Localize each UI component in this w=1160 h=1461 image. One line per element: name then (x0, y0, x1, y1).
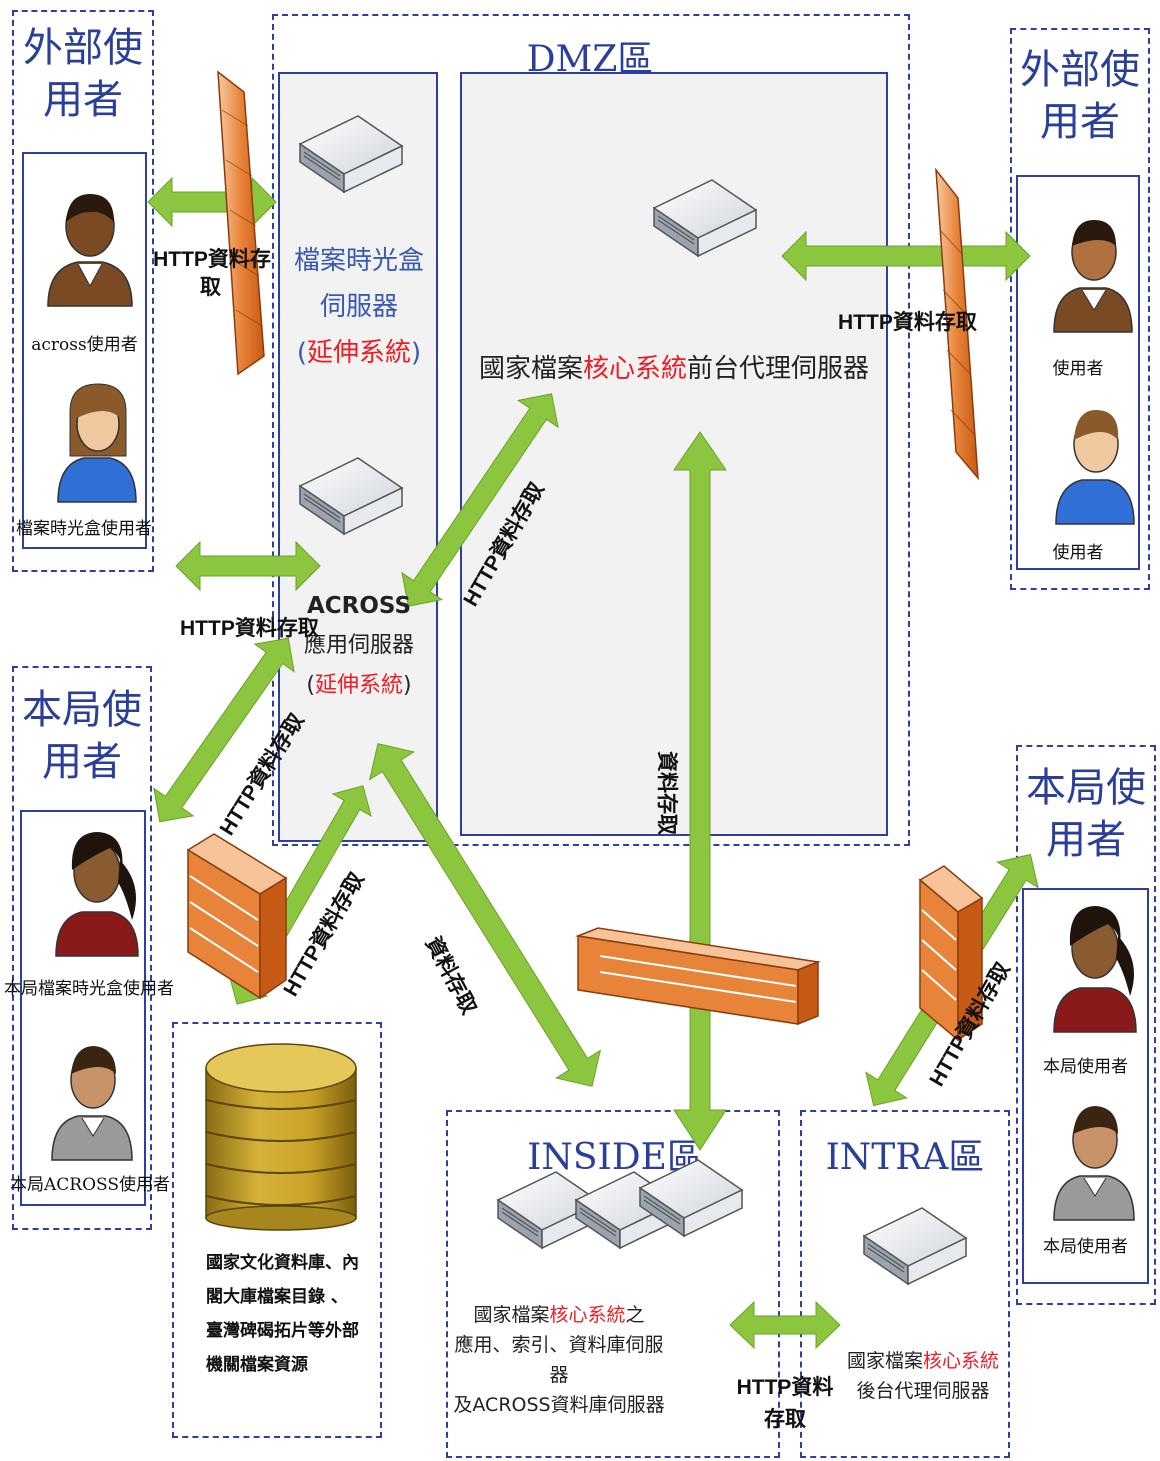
arrow-front-proxy-to-external-right (781, 230, 1031, 282)
back-proxy-line1: 國家檔案核心系統 (840, 1346, 1006, 1376)
arrow-inside-to-intra (729, 1300, 841, 1350)
external-resources-zone (172, 1022, 382, 1438)
intra-zone (800, 1110, 1010, 1458)
firewall-middle-right (918, 865, 984, 1042)
local-users-left-title: 本局使用者 (12, 684, 152, 788)
back-proxy-prefix: 國家檔案 (846, 1350, 923, 1372)
front-proxy-label: 國家檔案核心系統前台代理伺服器 (470, 348, 878, 385)
timebox-user-label: 檔案時光盒使用者 (16, 519, 152, 539)
external-resources-line3: 臺灣碑碣拓片等外部 (206, 1321, 359, 1341)
inside-prefix: 國家檔案 (473, 1304, 550, 1326)
back-proxy-server-icon (863, 1207, 967, 1285)
right-user-1-person-icon (1053, 220, 1133, 333)
inside-label-line1: 國家檔案核心系統之 (446, 1300, 672, 1330)
local-right-user-1-label: 本局使用者 (1043, 1057, 1128, 1077)
across-user-person-icon (47, 194, 133, 307)
across-server-icon (299, 457, 403, 535)
extension-system-text: 延伸系統 (306, 338, 411, 368)
zone-title-text: 本局使用者 (22, 687, 142, 785)
firewall-middle-left (186, 833, 288, 1000)
external-resources-label: 國家文化資料庫、內 閣大庫檔案目錄 、 臺灣碑碣拓片等外部 機關檔案資源 (206, 1246, 376, 1382)
arrow-front-proxy-to-inside (673, 431, 727, 1151)
arrow-label-front-proxy-inside: 資料存取 (655, 751, 678, 835)
local-users-left-zone (12, 666, 152, 1230)
right-user-1-label: 使用者 (1052, 359, 1104, 379)
arrow-label-line2: 取 (200, 276, 221, 299)
across-server-label: ACROSS 應用伺服器 (延伸系統) (284, 586, 434, 706)
extension-servers-panel (278, 72, 438, 842)
timebox-server-line2: 伺服器 (319, 292, 398, 322)
database-icon (205, 1043, 357, 1231)
external-users-left-zone (12, 10, 154, 572)
across-user-label: across使用者 (31, 335, 138, 355)
paren: ) (403, 673, 412, 698)
timebox-server-icon (299, 115, 403, 193)
external-users-right-title: 外部使用者 (1010, 44, 1150, 148)
external-users-right-zone (1010, 28, 1150, 590)
timebox-server-label: 檔案時光盒 伺服器 (延伸系統) (284, 238, 434, 376)
across-server-line1: ACROSS (306, 593, 412, 619)
inside-suffix: 之 (625, 1304, 645, 1326)
back-proxy-line2: 後台代理伺服器 (856, 1380, 990, 1402)
right-user-2-label: 使用者 (1052, 543, 1104, 563)
external-resources-line1: 國家文化資料庫、內 (206, 1253, 359, 1273)
arrow-label-external-left-timebox: HTTP資料存 取 (152, 246, 272, 302)
external-resources-line4: 機關檔案資源 (206, 1355, 308, 1375)
front-proxy-prefix: 國家檔案 (478, 354, 583, 384)
core-system-text: 核心系統 (549, 1304, 626, 1326)
timebox-server-line3: (延伸系統) (284, 330, 434, 376)
across-server-line2: 應用伺服器 (303, 633, 414, 658)
timebox-server-line1: 檔案時光盒 (293, 246, 424, 276)
firewall-center-horizontal (575, 927, 821, 1026)
inside-label-line2: 應用、索引、資料庫伺服器 (454, 1334, 664, 1386)
arrow-across-to-inside (368, 743, 602, 1087)
back-proxy-label: 國家檔案核心系統 後台代理伺服器 (840, 1346, 1006, 1406)
front-proxy-server-icon (653, 179, 757, 257)
local-users-right-title: 本局使用者 (1016, 762, 1156, 866)
local-timebox-user-person-icon (55, 832, 139, 957)
core-system-text: 核心系統 (582, 354, 687, 384)
zone-title-text: 外部使用者 (1020, 47, 1140, 145)
arrow-label-front-proxy-right: HTTP資料存取 (838, 311, 977, 334)
paren: ) (411, 338, 422, 368)
arrow-across-to-front-proxy (401, 393, 559, 607)
firewall-top-right (935, 167, 979, 481)
local-across-user-label: 本局ACROSS使用者 (10, 1175, 171, 1195)
core-system-text: 核心系統 (923, 1350, 1000, 1372)
arrow-label-inside-intra: HTTP資料 存取 (730, 1372, 840, 1436)
inside-zone (446, 1110, 780, 1458)
arrow-label-line1: HTTP資料存 (153, 248, 271, 271)
arrow-label-external-left-across: HTTP資料存取 (180, 617, 319, 640)
dmz-zone (272, 14, 910, 846)
right-user-2-person-icon (1055, 410, 1135, 525)
firewall-top-left (217, 70, 265, 376)
timebox-user-person-icon (57, 383, 137, 503)
external-resources-line2: 閣大庫檔案目錄 、 (206, 1287, 348, 1307)
local-right-user-2-person-icon (1053, 1106, 1135, 1221)
external-users-left-title: 外部使用者 (12, 22, 154, 126)
front-proxy-suffix: 前台代理伺服器 (687, 354, 870, 384)
arrow-external-left-to-across (175, 540, 321, 592)
extension-system-text: 延伸系統 (314, 673, 403, 698)
zone-title-text: 外部使用者 (23, 25, 143, 123)
local-right-user-1-person-icon (1053, 906, 1137, 1033)
intra-title: INTRA區 (825, 1137, 985, 1178)
arrow-local-left-to-across (153, 637, 295, 823)
across-server-line3: (延伸系統) (284, 666, 434, 706)
local-across-user-person-icon (51, 1046, 133, 1161)
paren: ( (306, 673, 315, 698)
inside-servers-label: 國家檔案核心系統之 應用、索引、資料庫伺服器 及ACROSS資料庫伺服器 (446, 1300, 672, 1420)
local-right-user-2-label: 本局使用者 (1043, 1237, 1128, 1257)
inside-label-line3: 及ACROSS資料庫伺服器 (453, 1394, 665, 1416)
arrow-label-line1: HTTP資料 (736, 1376, 834, 1399)
paren: ( (296, 338, 307, 368)
zone-title-text: 本局使用者 (1026, 765, 1146, 863)
arrow-label-line2: 存取 (764, 1408, 806, 1431)
local-timebox-user-label: 本局檔案時光盒使用者 (4, 979, 174, 999)
arrow-external-left-to-timebox (147, 176, 277, 228)
local-users-right-zone (1016, 745, 1156, 1305)
